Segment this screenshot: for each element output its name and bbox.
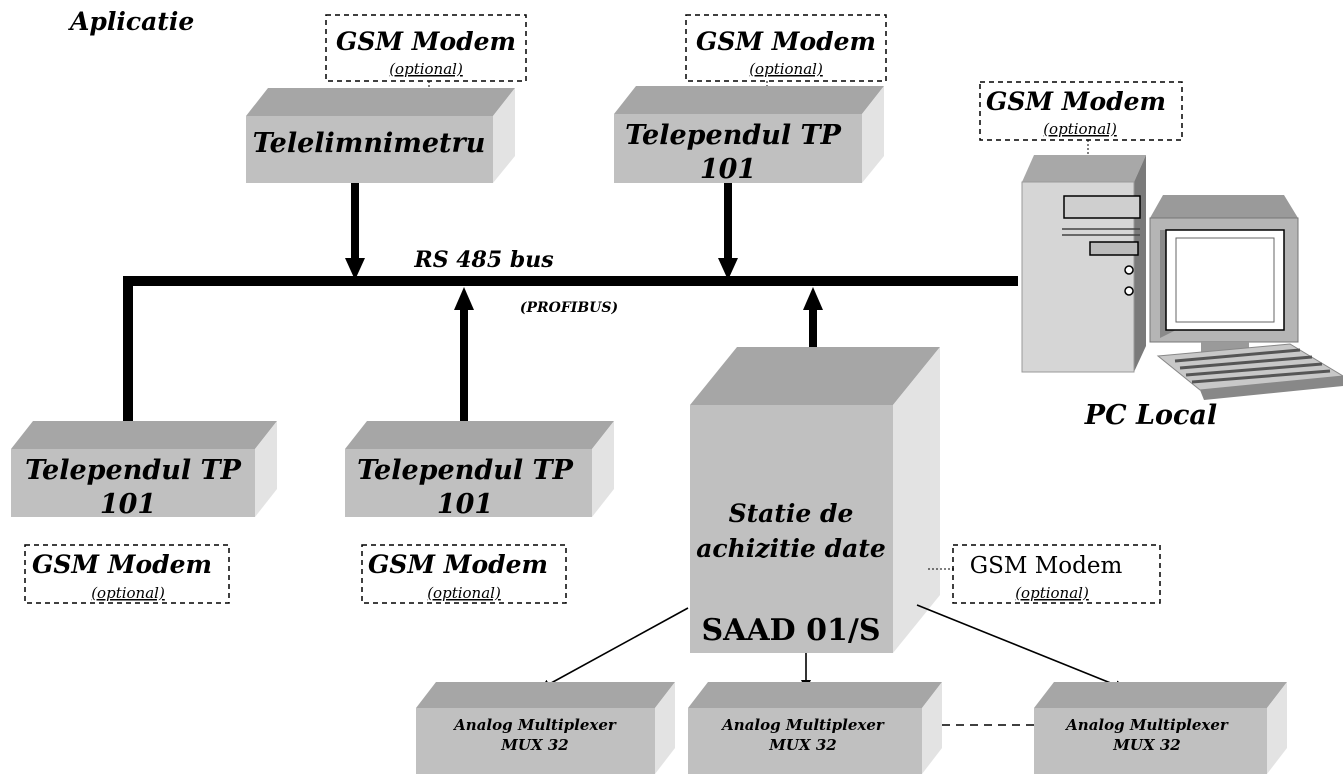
mux-label: Analog Multiplexer [720, 716, 885, 734]
mux-model: MUX 32 [500, 736, 568, 754]
telependul-mid-number: 101 [437, 489, 493, 520]
gsm-box-tp-top: GSM Modem (optional) [685, 14, 887, 82]
gsm-optional: (optional) [1043, 120, 1117, 138]
gsm-label: GSM Modem [368, 550, 548, 579]
gsm-optional: (optional) [389, 60, 463, 78]
pc-label: PC Local [1084, 400, 1217, 431]
telependul-top-label: Telependul TP [625, 120, 842, 151]
arrow-telelimnimetru [345, 183, 365, 280]
mux-model: MUX 32 [1112, 736, 1180, 754]
arrow-telependul-mid [454, 287, 474, 434]
mux-box-3: Analog Multiplexer MUX 32 [1034, 682, 1287, 774]
arrow-mux-3 [916, 604, 1125, 690]
telelimnimetru-box: Telelimnimetru [246, 88, 515, 183]
gsm-optional: (optional) [749, 60, 823, 78]
gsm-box-tp-mid: GSM Modem (optional) [361, 544, 567, 604]
gsm-optional: (optional) [427, 584, 501, 602]
telependul-top-number: 101 [700, 154, 756, 185]
gsm-label: GSM Modem [336, 27, 516, 56]
gsm-box-tp-left: GSM Modem (optional) [24, 544, 230, 604]
gsm-label: GSM Modem [32, 550, 212, 579]
bus-label: RS 485 bus [413, 247, 553, 273]
mux-box-2: Analog Multiplexer MUX 32 [688, 682, 942, 774]
gsm-label: GSM Modem [970, 553, 1123, 579]
bus-sublabel: (PROFIBUS) [520, 300, 618, 316]
mux-model: MUX 32 [768, 736, 836, 754]
gsm-box-pc: GSM Modem (optional) [979, 81, 1183, 141]
gsm-label: GSM Modem [986, 87, 1166, 116]
gsm-optional: (optional) [91, 584, 165, 602]
telelimnimetru-label: Telelimnimetru [253, 128, 486, 159]
mux-label: Analog Multiplexer [452, 716, 617, 734]
gsm-box-telelimnimetru: GSM Modem (optional) [325, 14, 527, 82]
mux-label: Analog Multiplexer [1064, 716, 1229, 734]
station-label-1: Statie de [729, 499, 854, 528]
telependul-left-label: Telependul TP [25, 455, 242, 486]
gsm-box-station: GSM Modem (optional) [952, 544, 1161, 604]
arrow-telependul-top [718, 183, 738, 280]
telependul-left-box: Telependul TP 101 [11, 421, 277, 520]
telependul-top-box: Telependul TP 101 [614, 86, 884, 185]
arrow-mux-1 [540, 607, 689, 689]
station-box: Statie de achizitie date SAAD 01/S [690, 347, 940, 653]
page-title: Aplicatie [68, 7, 194, 36]
telependul-mid-box: Telependul TP 101 [345, 421, 614, 520]
mux-box-1: Analog Multiplexer MUX 32 [416, 682, 675, 774]
gsm-label: GSM Modem [696, 27, 876, 56]
pc-local [1021, 155, 1343, 400]
gsm-optional: (optional) [1015, 584, 1089, 602]
station-label-2: achizitie date [696, 534, 886, 563]
telependul-mid-label: Telependul TP [357, 455, 574, 486]
telependul-left-number: 101 [100, 489, 156, 520]
station-label-3: SAAD 01/S [701, 613, 880, 648]
